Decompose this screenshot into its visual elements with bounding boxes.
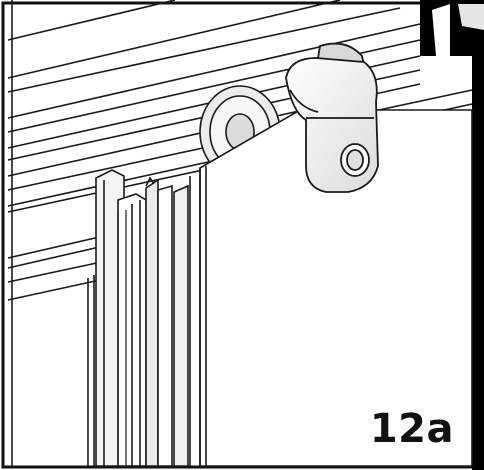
magnetic-strip bbox=[117, 210, 127, 466]
upper-track-rail bbox=[7, 0, 473, 213]
vertical-edge-profile bbox=[95, 169, 189, 467]
figure-label: 12a bbox=[369, 406, 454, 452]
side-frame bbox=[11, 0, 95, 466]
step-header-glyph bbox=[420, 0, 484, 470]
adjustment-screw bbox=[340, 143, 370, 177]
door-panel bbox=[189, 109, 473, 467]
